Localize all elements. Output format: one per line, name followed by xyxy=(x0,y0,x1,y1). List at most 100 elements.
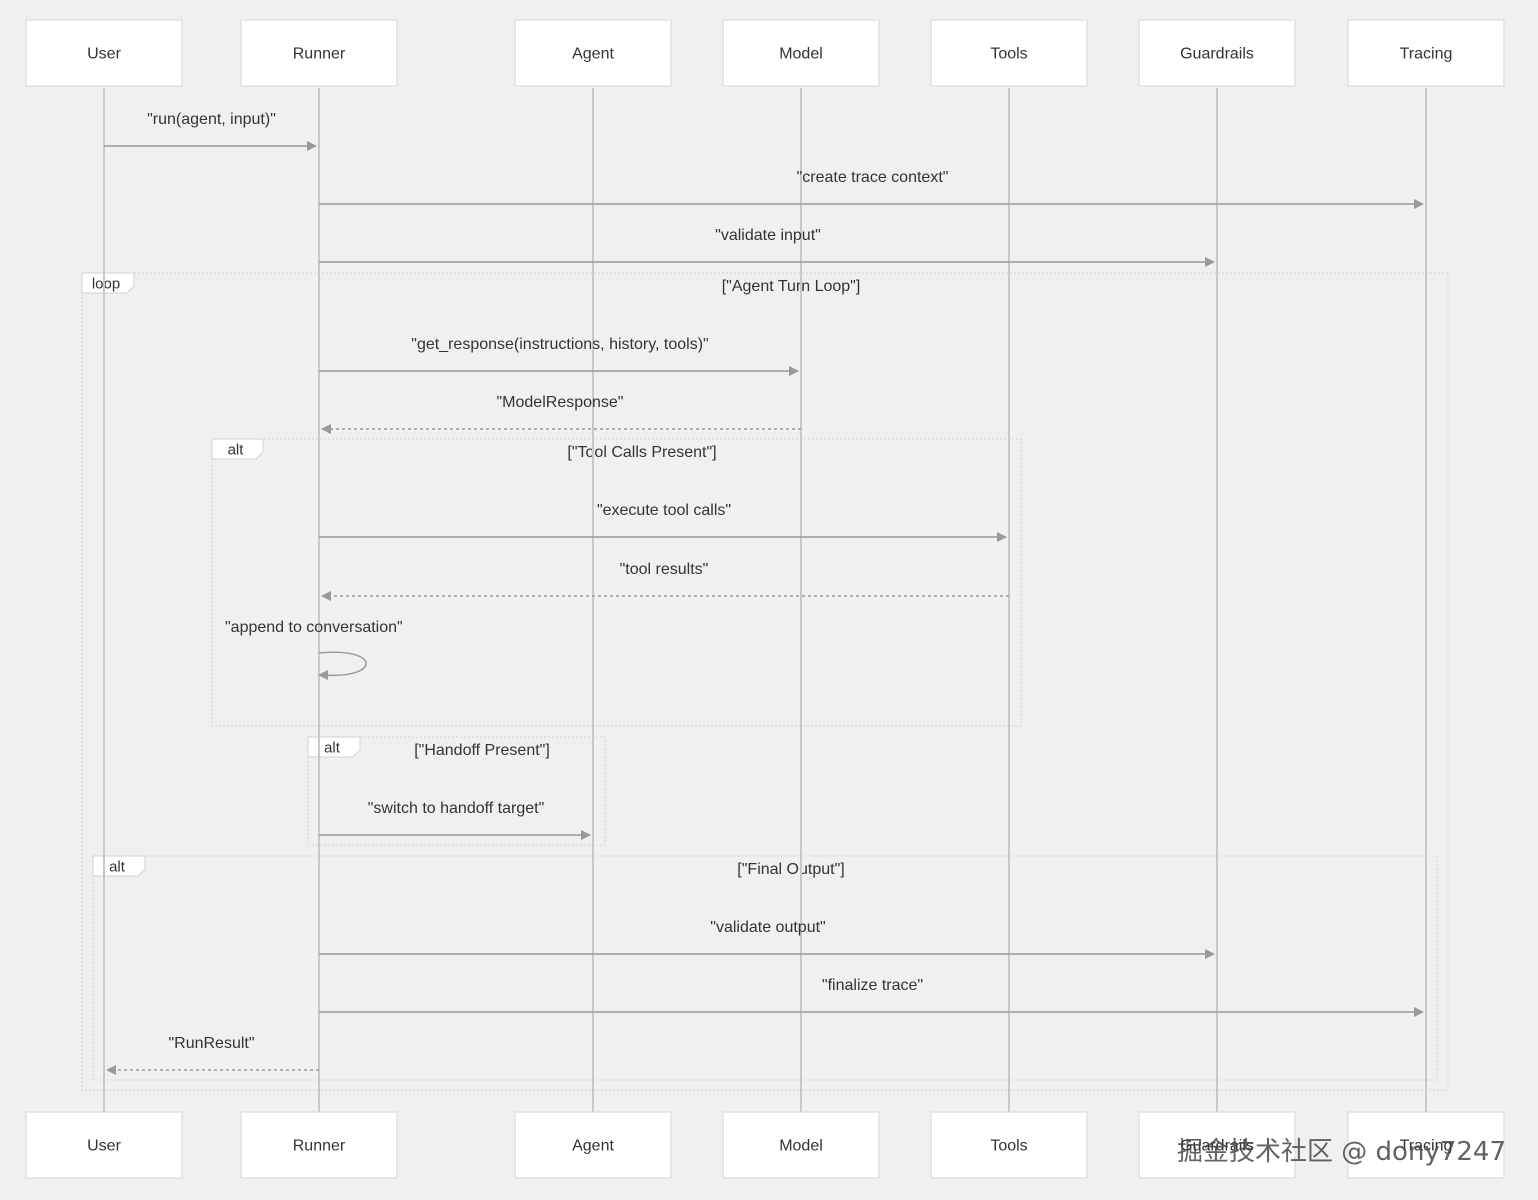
frame-kind-label: alt xyxy=(324,740,341,757)
message-label: "validate output" xyxy=(710,919,825,936)
actor-model-bottom: Model xyxy=(722,1111,880,1179)
message-label: "RunResult" xyxy=(168,1035,254,1052)
arrowhead xyxy=(1414,199,1424,209)
actor-tracing-bottom: Tracing xyxy=(1347,1111,1505,1179)
actor-box xyxy=(930,1111,1088,1179)
actor-box xyxy=(514,19,672,87)
frame-kind-label: alt xyxy=(228,442,245,459)
arrowhead xyxy=(106,1065,116,1075)
actor-box xyxy=(722,1111,880,1179)
frame-alt-3: alt ["Final Output"] xyxy=(92,855,1438,1081)
actor-label: User xyxy=(87,1138,121,1155)
actor-label: Agent xyxy=(572,1138,614,1155)
actor-runner-bottom: Runner xyxy=(240,1111,398,1179)
message-label: "append to conversation" xyxy=(225,619,403,636)
actor-label: Guardrails xyxy=(1180,46,1254,63)
actor-agent-top: Agent xyxy=(514,19,672,87)
frame-condition-label: ["Agent Turn Loop"] xyxy=(722,278,861,295)
message-8: "switch to handoff target" xyxy=(319,800,591,840)
actor-tools-top: Tools xyxy=(930,19,1088,87)
message-label: "finalize trace" xyxy=(822,977,923,994)
message-2: "validate input" xyxy=(319,227,1215,267)
arrowhead xyxy=(321,591,331,601)
frame-condition-label: ["Final Output"] xyxy=(737,861,844,878)
frame-border xyxy=(211,438,1022,727)
actor-box xyxy=(25,19,183,87)
arrowhead xyxy=(321,424,331,434)
actor-label: Runner xyxy=(293,1138,346,1155)
arrowhead xyxy=(1205,949,1215,959)
actor-box xyxy=(722,19,880,87)
message-0: "run(agent, input)" xyxy=(104,111,317,151)
actor-label: Tools xyxy=(990,46,1027,63)
actor-label: Tools xyxy=(990,1138,1027,1155)
actor-agent-bottom: Agent xyxy=(514,1111,672,1179)
message-10: "finalize trace" xyxy=(319,977,1424,1017)
actor-box xyxy=(1347,19,1505,87)
messages-layer: "run(agent, input)" "create trace context… xyxy=(104,111,1424,1075)
frame-alt-2: alt ["Handoff Present"] xyxy=(307,736,606,846)
arrowhead xyxy=(997,532,1007,542)
frame-tab xyxy=(307,736,361,758)
message-label: "create trace context" xyxy=(797,169,949,186)
frame-tab xyxy=(92,855,146,877)
frame-tab xyxy=(211,438,264,460)
arrowhead xyxy=(789,366,799,376)
frame-border xyxy=(307,736,606,846)
arrowhead xyxy=(307,141,317,151)
frames-layer: loop ["Agent Turn Loop"] alt ["Tool Calls P… xyxy=(81,272,1449,1091)
actor-runner-top: Runner xyxy=(240,19,398,87)
actor-label: Runner xyxy=(293,46,346,63)
actor-box xyxy=(25,1111,183,1179)
message-7: "append to conversation" xyxy=(225,619,403,680)
message-label: "get_response(instructions, history, too… xyxy=(411,336,708,353)
actor-label: Model xyxy=(779,1138,823,1155)
watermark-text: 掘金技术社区 @ dony7247 xyxy=(1177,1137,1506,1167)
message-3: "get_response(instructions, history, too… xyxy=(319,336,799,376)
frame-border xyxy=(81,272,1449,1091)
actor-box xyxy=(930,19,1088,87)
frame-loop-0: loop ["Agent Turn Loop"] xyxy=(81,272,1449,1091)
message-label: "run(agent, input)" xyxy=(147,111,276,128)
arrowhead xyxy=(318,670,328,680)
actor-guardrails-top: Guardrails xyxy=(1138,19,1296,87)
actor-box xyxy=(240,19,398,87)
actor-model-top: Model xyxy=(722,19,880,87)
actor-label: Tracing xyxy=(1400,1138,1453,1155)
message-11: "RunResult" xyxy=(106,1035,319,1075)
message-label: "validate input" xyxy=(715,227,821,244)
actor-label: Agent xyxy=(572,46,614,63)
actor-label: Guardrails xyxy=(1180,1138,1254,1155)
arrowhead xyxy=(581,830,591,840)
frame-condition-label: ["Handoff Present"] xyxy=(414,742,550,759)
actor-box xyxy=(514,1111,672,1179)
frame-kind-label: loop xyxy=(92,276,120,293)
actor-label: Model xyxy=(779,46,823,63)
actor-tracing-top: Tracing xyxy=(1347,19,1505,87)
frame-condition-label: ["Tool Calls Present"] xyxy=(567,444,716,461)
actor-tools-bottom: Tools xyxy=(930,1111,1088,1179)
actor-user-bottom: User xyxy=(25,1111,183,1179)
frame-kind-label: alt xyxy=(109,859,126,876)
message-label: "execute tool calls" xyxy=(597,502,731,519)
lifelines-layer xyxy=(103,88,1427,1112)
self-message-loop xyxy=(318,651,367,677)
message-label: "switch to handoff target" xyxy=(368,800,545,817)
arrowhead xyxy=(1205,257,1215,267)
actor-label: Tracing xyxy=(1400,46,1453,63)
actor-box xyxy=(1347,1111,1505,1179)
actor-label: User xyxy=(87,46,121,63)
message-4: "ModelResponse" xyxy=(321,394,801,434)
frame-border xyxy=(92,855,1438,1081)
message-5: "execute tool calls" xyxy=(319,502,1007,542)
actor-box xyxy=(1138,1111,1296,1179)
actor-box xyxy=(240,1111,398,1179)
actor-box xyxy=(1138,19,1296,87)
message-label: "ModelResponse" xyxy=(497,394,624,411)
frame-alt-1: alt ["Tool Calls Present"] xyxy=(211,438,1022,727)
actors-layer: UserUserRunnerRunnerAgentAgentModelModel… xyxy=(25,19,1505,1179)
message-6: "tool results" xyxy=(321,561,1009,601)
message-1: "create trace context" xyxy=(319,169,1424,209)
message-9: "validate output" xyxy=(319,919,1215,959)
actor-user-top: User xyxy=(25,19,183,87)
